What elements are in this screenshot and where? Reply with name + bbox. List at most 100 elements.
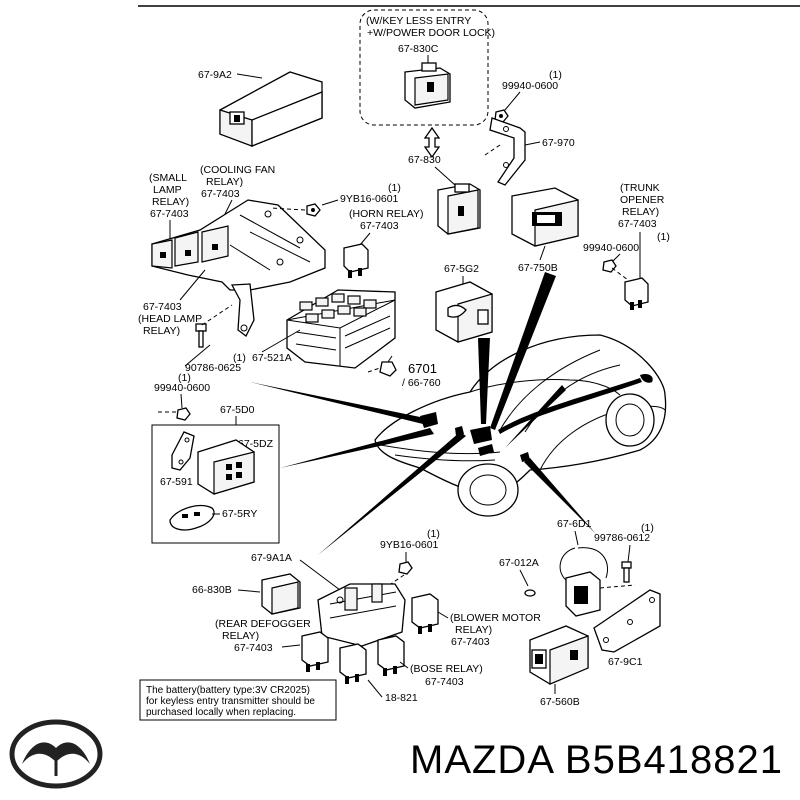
bolt-icon bbox=[621, 561, 632, 583]
double-arrow-icon bbox=[423, 126, 441, 159]
qty-label: (1) bbox=[427, 528, 440, 540]
part-9YB16-0601-label: 9YB16-0601 bbox=[340, 193, 399, 205]
trunk-opener-relay bbox=[624, 232, 649, 310]
connector-6701 bbox=[379, 355, 397, 377]
horn-relay bbox=[343, 243, 369, 278]
keyless-note-line1: (W/KEY LESS ENTRY bbox=[366, 15, 471, 27]
head-lamp-label-1: 67-7403 bbox=[143, 301, 182, 313]
part-67-012A-label: 67-012A bbox=[499, 557, 539, 569]
keyless-entry-box bbox=[359, 9, 489, 126]
part-67-970-label: 67-970 bbox=[542, 137, 575, 149]
rear-defog-label-1: (REAR DEFOGGER bbox=[215, 618, 311, 630]
rear-defog-label-2: RELAY) bbox=[222, 630, 259, 642]
nut-icon bbox=[306, 203, 321, 217]
part-6701-label: 6701 bbox=[408, 361, 437, 376]
nut-icon bbox=[494, 109, 509, 123]
relay-pair-center bbox=[339, 635, 405, 684]
part-90786-0625-label: 90786-0625 bbox=[185, 362, 241, 374]
keyless-receiver-67-5DZ bbox=[197, 439, 255, 495]
part-67-9C1-label: 67-9C1 bbox=[608, 656, 643, 668]
qty-label: (1) bbox=[178, 372, 191, 384]
group-67-5D0-frame bbox=[151, 416, 280, 544]
horn-relay-label-2: 67-7403 bbox=[360, 220, 399, 232]
qty-label: (1) bbox=[549, 69, 562, 81]
bracket-67-9C1 bbox=[593, 589, 661, 653]
relay-67-830 bbox=[437, 183, 481, 235]
pointer-beam bbox=[490, 272, 556, 430]
bracket-67-591 bbox=[171, 431, 195, 471]
key-fob-67-5RY bbox=[169, 505, 215, 531]
trunk-relay-label-4: 67-7403 bbox=[618, 218, 657, 230]
head-lamp-label-3: RELAY) bbox=[143, 325, 180, 337]
part-67-560B-label: 67-560B bbox=[540, 696, 580, 708]
horn-relay-label-1: (HORN RELAY) bbox=[349, 208, 423, 220]
part-67-5G2-label: 67-5G2 bbox=[444, 263, 479, 275]
pointer-beam bbox=[498, 378, 642, 434]
part-67-5D0-label: 67-5D0 bbox=[220, 404, 255, 416]
part-18-821-label: 18-821 bbox=[385, 692, 418, 704]
part-67-750B-label: 67-750B bbox=[518, 262, 558, 274]
part-66-830B-label: 66-830B bbox=[192, 584, 232, 596]
module-67-5G2 bbox=[435, 281, 493, 343]
part-99786-0612-label: 99786-0612 bbox=[594, 532, 650, 544]
module-67-750B bbox=[511, 187, 579, 247]
battery-note-box bbox=[139, 679, 337, 721]
qty-label: (1) bbox=[641, 522, 654, 534]
part-67-591-label: 67-591 bbox=[160, 476, 193, 488]
part-9YB16-0601-label: 9YB16-0601 bbox=[380, 539, 439, 551]
part-67-6D1-label: 67-6D1 bbox=[557, 518, 592, 530]
harness-67-6D1 bbox=[559, 547, 608, 617]
trunk-relay-label-2: OPENER bbox=[620, 194, 665, 206]
cooling-fan-label-2: RELAY) bbox=[206, 176, 243, 188]
bose-relay-label-1: (BOSE RELAY) bbox=[410, 663, 483, 675]
small-lamp-label-3: RELAY) bbox=[152, 196, 189, 208]
small-lamp-label-4: 67-7403 bbox=[150, 208, 189, 220]
nut-icon bbox=[602, 259, 617, 273]
battery-note-line2: for keyless entry transmitter should be bbox=[146, 696, 315, 707]
pointer-beam bbox=[280, 428, 434, 468]
pointer-beam bbox=[318, 432, 466, 555]
nut-icon bbox=[176, 407, 191, 421]
pointer-beam bbox=[524, 458, 596, 534]
part-99940-0600-label: 99940-0600 bbox=[154, 382, 210, 394]
mazda-logo-icon bbox=[9, 719, 103, 789]
relay-bracket-assembly bbox=[151, 199, 326, 337]
relay-66-830B bbox=[261, 573, 301, 615]
rear-defog-label-3: 67-7403 bbox=[234, 642, 273, 654]
cooling-fan-label-1: (COOLING FAN bbox=[200, 164, 275, 176]
part-66-760-label: / 66-760 bbox=[402, 377, 441, 389]
keyless-control-unit bbox=[404, 62, 451, 109]
blower-relay-label-3: 67-7403 bbox=[451, 636, 490, 648]
cover-67-9A2 bbox=[219, 71, 323, 147]
rear-defogger-relay bbox=[301, 631, 329, 672]
part-67-5RY-label: 67-5RY bbox=[222, 508, 257, 520]
bolt-icon bbox=[195, 323, 207, 348]
washer-icon bbox=[524, 589, 536, 597]
trunk-relay-label-3: RELAY) bbox=[622, 206, 659, 218]
trunk-relay-label-1: (TRUNK bbox=[620, 182, 660, 194]
module-67-560B bbox=[529, 625, 589, 685]
cooling-fan-label-3: 67-7403 bbox=[201, 188, 240, 200]
part-99940-0600-label: 99940-0600 bbox=[502, 80, 558, 92]
nut-icon bbox=[398, 561, 413, 575]
battery-note-line1: The battery(battery type:3V CR2025) bbox=[146, 685, 310, 696]
relay-bracket-67-9A1A bbox=[317, 583, 406, 647]
part-67-9A2-label: 67-9A2 bbox=[198, 69, 232, 81]
head-lamp-label-2: (HEAD LAMP bbox=[138, 313, 202, 325]
blower-relay-label-1: (BLOWER MOTOR bbox=[450, 612, 541, 624]
small-lamp-label-1: (SMALL bbox=[149, 172, 187, 184]
bose-relay-label-2: 67-7403 bbox=[425, 676, 464, 688]
part-99940-0600-label: 99940-0600 bbox=[583, 242, 639, 254]
battery-note-line3: purchased locally when replacing. bbox=[146, 707, 296, 718]
part-67-9A1A-label: 67-9A1A bbox=[251, 552, 292, 564]
keyless-note-line2: +W/POWER DOOR LOCK) bbox=[367, 27, 495, 39]
relay-block-67-521A bbox=[286, 289, 396, 369]
blower-motor-relay bbox=[411, 593, 439, 634]
part-67-830-label: 67-830 bbox=[408, 154, 441, 166]
qty-label: (1) bbox=[388, 182, 401, 194]
bracket-67-970 bbox=[489, 117, 526, 186]
qty-label: (1) bbox=[233, 352, 246, 364]
pointer-beam bbox=[250, 382, 425, 424]
pointer-beam bbox=[478, 338, 490, 424]
